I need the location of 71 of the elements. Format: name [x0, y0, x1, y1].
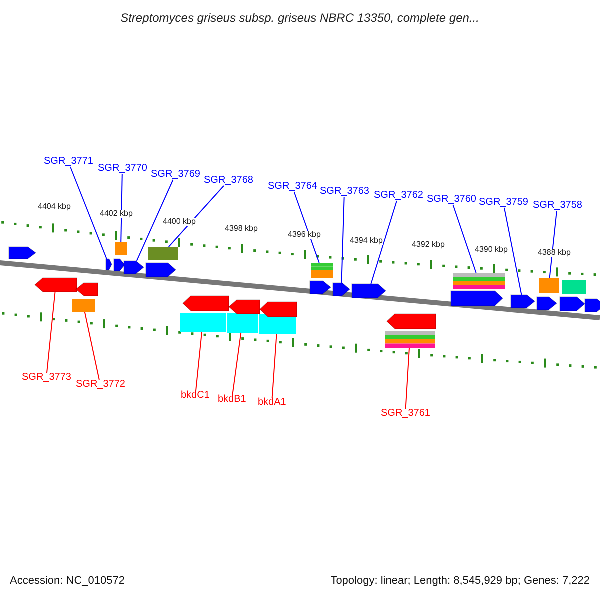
gene-label: SGR_3771: [44, 157, 94, 167]
feature-box: [385, 331, 435, 348]
gene-glyph: [76, 282, 98, 296]
gene-label: SGR_3772: [76, 380, 126, 390]
gene-glyph: [450, 290, 504, 306]
gene-label: bkdA1: [258, 398, 286, 408]
leader-line: [168, 186, 224, 248]
leader-line: [84, 312, 100, 380]
leader-line: [452, 204, 477, 274]
title: Streptomyces griseus subsp. griseus NBRC 13350, complete gen...: [120, 12, 480, 24]
gene-glyph: [332, 282, 350, 296]
leader-line: [370, 200, 398, 284]
leader-line: [232, 332, 242, 396]
gene-glyph: [124, 260, 144, 274]
gene-label: SGR_3763: [320, 187, 370, 197]
gene-label: SGR_3762: [374, 191, 424, 201]
scale-label: 4394 kbp: [350, 237, 383, 245]
feature-box: [453, 273, 505, 289]
gene-glyph: [114, 258, 126, 272]
gene-glyph: [182, 296, 230, 312]
leader-line: [272, 334, 278, 398]
gene-glyph: [510, 294, 536, 308]
feature-box: [539, 278, 559, 293]
scale-label: 4398 kbp: [225, 225, 258, 233]
feature-box: [227, 313, 258, 333]
scale-label: 4388 kbp: [538, 249, 571, 257]
scale-label: 4402 kbp: [100, 210, 133, 218]
gene-glyph: [106, 258, 112, 270]
leader-line: [46, 292, 56, 374]
scale-label: 4396 kbp: [288, 231, 321, 239]
gene-label: bkdB1: [218, 395, 246, 405]
gene-glyph: [228, 300, 260, 314]
leader-line: [341, 196, 345, 284]
gene-label: SGR_3761: [381, 409, 430, 419]
leader-line: [120, 174, 123, 242]
gene-label: bkdC1: [181, 391, 210, 401]
footer-text: Topology: linear; Length: 8,545,929 bp; Genes: 7,222: [330, 576, 590, 587]
footer-text: Accession: NC_010572: [10, 576, 125, 587]
leader-line: [549, 210, 558, 278]
feature-box: [148, 247, 178, 260]
leader-line: [70, 166, 108, 260]
gene-label: SGR_3759: [479, 198, 528, 208]
feature-box: [115, 242, 127, 255]
feature-box: [72, 299, 95, 312]
gene-label: SGR_3758: [533, 201, 582, 211]
scale-label: 4400 kbp: [163, 218, 196, 226]
scale-label: 4390 kbp: [475, 246, 508, 254]
feature-box: [180, 313, 226, 332]
gene-label: SGR_3768: [204, 176, 254, 186]
gene-glyph: [560, 296, 586, 312]
gene-glyph: [584, 298, 600, 312]
scale-label: 4404 kbp: [38, 203, 71, 211]
feature-box: [311, 263, 333, 278]
gene-glyph: [146, 262, 176, 278]
gene-glyph: [386, 314, 436, 330]
gene-label: SGR_3769: [151, 170, 200, 180]
gene-label: SGR_3760: [427, 195, 476, 205]
gene-glyph: [260, 302, 298, 318]
gene-label: SGR_3773: [22, 373, 72, 383]
gene-label: SGR_3770: [98, 164, 148, 174]
scale-label: 4392 kbp: [412, 241, 445, 249]
leader-line: [504, 208, 522, 296]
leader-line: [405, 348, 410, 410]
feature-box: [562, 280, 586, 294]
gene-glyph: [536, 296, 558, 310]
leader-line: [294, 192, 320, 264]
leader-line: [196, 332, 203, 392]
leader-line: [136, 180, 174, 262]
gene-glyph: [310, 280, 332, 294]
gene-label: SGR_3764: [268, 182, 318, 192]
gene-glyph: [8, 246, 36, 260]
